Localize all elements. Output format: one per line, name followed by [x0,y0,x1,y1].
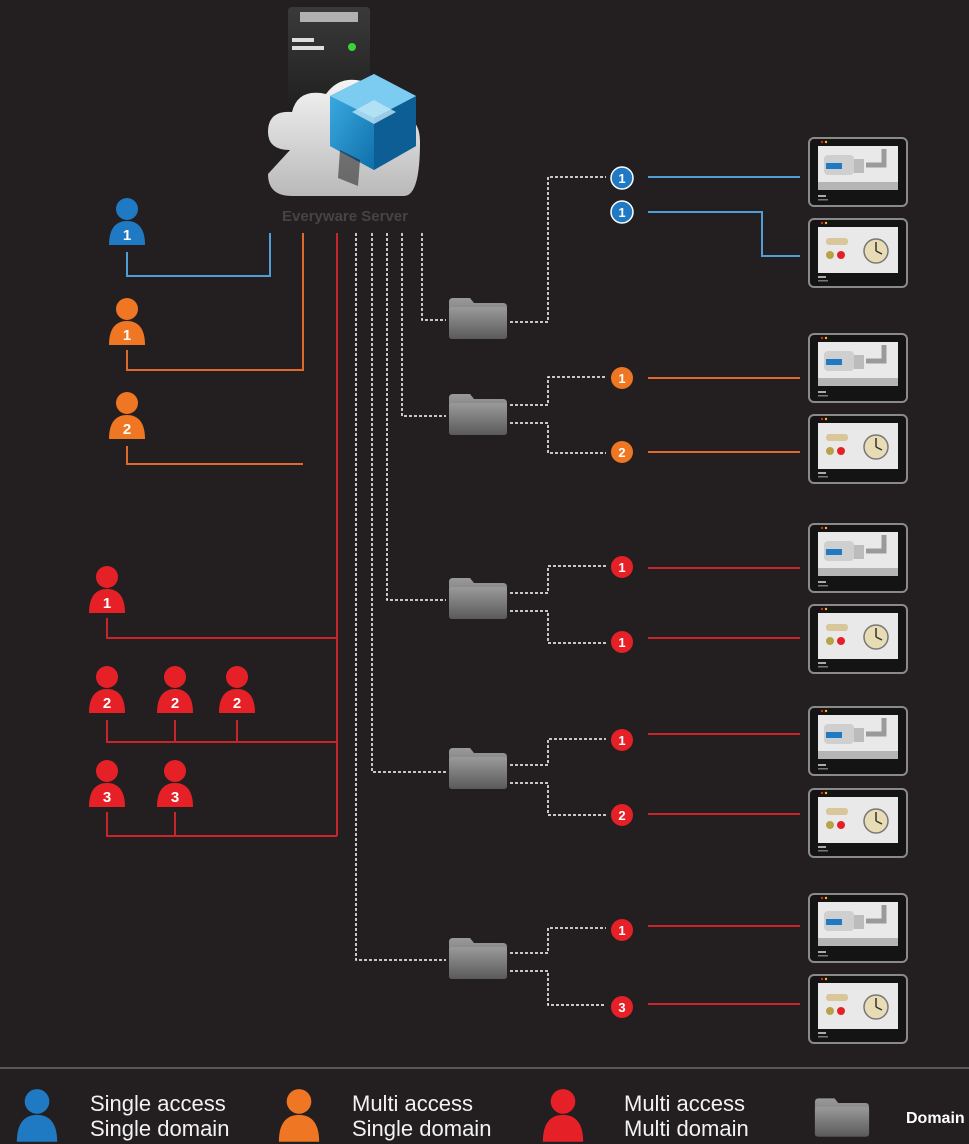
domain-user-badge: 3 [611,996,633,1018]
legend-single-access-label: Single access Single domain [90,1091,229,1141]
user-icon-multi-access-multi-domain: 3 [89,760,125,807]
user-icon-multi-access-single-domain: 1 [109,298,145,345]
domain-dashed-line [510,565,606,644]
svg-text:1: 1 [123,327,131,344]
legend-line: Multi domain [624,1116,749,1141]
multi-multi-user-connection-line [106,720,337,743]
legend-line: Single domain [352,1116,492,1141]
svg-text:1: 1 [103,595,111,612]
user-icon-multi-access-multi-domain: 2 [157,666,193,713]
device-machine-icon [808,604,908,674]
svg-text:3: 3 [103,789,111,806]
device-machine-icon [808,414,908,484]
svg-text:2: 2 [123,421,131,438]
svg-text:1: 1 [618,171,625,186]
multi-single-user-connection-line [126,446,303,465]
user-icon-multi-access-multi-domain: 3 [157,760,193,807]
svg-text:2: 2 [618,445,625,460]
legend-single-access-icon [16,1089,58,1142]
domain-dashed-line [510,738,606,816]
device-machine-icon [808,218,908,288]
single-user-connection-line [126,233,271,277]
domain-folder-icon [449,298,507,339]
server-icon [268,7,420,196]
device-machine-icon [809,524,907,592]
domain-user-badge: 2 [611,441,633,463]
domain-folder-icon [449,394,507,435]
svg-text:1: 1 [618,923,625,938]
svg-text:1: 1 [618,205,625,220]
svg-text:2: 2 [618,808,625,823]
domain-user-badge: 1 [611,729,633,751]
domain-folder-icon [449,748,507,789]
domain-dashed-line [421,233,446,321]
multi-single-user-connection-line [126,233,304,371]
multi-multi-user-connection-line [106,233,338,639]
device-machine-icon [809,334,907,402]
legend-line: Multi access [624,1091,746,1116]
multi-multi-user-connection-line [106,812,337,837]
user-icon-multi-access-single-domain: 2 [109,392,145,439]
legend-multi-single-label: Multi access Single domain [352,1091,491,1141]
svg-text:2: 2 [171,695,179,712]
domain-dashed-line [401,233,446,417]
domain-dashed-line [510,927,606,1006]
domain-user-badge: 1 [610,200,634,224]
device-machine-icon [809,138,907,206]
domain-user-badge: 1 [610,166,634,190]
domain-user-badge: 1 [611,919,633,941]
server-label: Everyware Server [282,208,408,225]
svg-text:1: 1 [618,371,625,386]
domain-folder-icon [449,578,507,619]
legend-line: Single domain [90,1116,230,1141]
legend-multi-access-single-domain-icon [278,1089,320,1142]
svg-text:3: 3 [618,1000,625,1015]
device-machine-icon [808,974,908,1044]
user-icon-multi-access-multi-domain: 2 [219,666,255,713]
domain-user-badge: 1 [611,556,633,578]
domain-user-badge: 1 [611,631,633,653]
domain-folder-icon [449,938,507,979]
legend-multi-multi-label: Multi access Multi domain [624,1091,749,1141]
svg-text:1: 1 [618,733,625,748]
legend-line: Multi access [352,1091,474,1116]
user-icon-multi-access-multi-domain: 1 [89,566,125,613]
svg-text:1: 1 [618,560,625,575]
domain-user-badge: 1 [611,367,633,389]
svg-text:1: 1 [123,227,131,244]
legend-domain-icon [814,1098,870,1137]
svg-text:3: 3 [171,789,179,806]
legend-multi-access-multi-domain-icon [542,1089,584,1142]
user-icon-single-access: 1 [109,198,145,245]
domain-dashed-line [510,376,606,454]
legend-domain-label: Domain [906,1110,965,1127]
domain-dashed-line [386,233,446,601]
device-machine-icon [809,894,907,962]
svg-text:1: 1 [618,635,625,650]
domain-dashed-line [510,176,606,323]
legend-line: Single access [90,1091,226,1116]
svg-text:2: 2 [103,695,111,712]
svg-text:2: 2 [233,695,241,712]
device-connection-line [648,211,800,257]
domain-dashed-line [355,233,446,961]
device-machine-icon [809,707,907,775]
user-icon-multi-access-multi-domain: 2 [89,666,125,713]
domain-dashed-line [371,233,446,773]
device-machine-icon [808,788,908,858]
domain-user-badge: 2 [611,804,633,826]
